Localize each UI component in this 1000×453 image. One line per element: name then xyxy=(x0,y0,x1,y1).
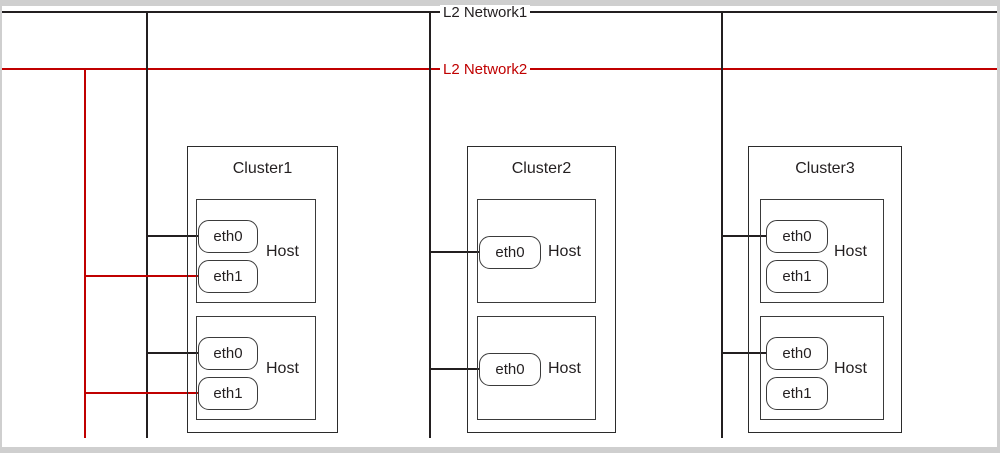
host-box-cluster2-2[interactable] xyxy=(477,316,596,420)
host-label-cluster1-1: Host xyxy=(266,243,299,260)
host-box-cluster2-1[interactable] xyxy=(477,199,596,303)
nic-eth0-cluster1-host1[interactable]: eth0 xyxy=(198,220,258,253)
host-label-cluster1-2: Host xyxy=(266,360,299,377)
cluster-box-cluster3[interactable] xyxy=(748,146,902,433)
cluster-box-cluster1[interactable] xyxy=(187,146,338,433)
l2-network-1-label: L2 Network1 xyxy=(440,5,531,20)
nic-eth0-cluster2-host2[interactable]: eth0 xyxy=(479,353,541,386)
host-box-cluster1-1[interactable] xyxy=(196,199,316,303)
nic-eth1-cluster3-host1[interactable]: eth1 xyxy=(766,260,828,293)
nic-eth0-cluster2-host1[interactable]: eth0 xyxy=(479,236,541,269)
host-label-cluster3-2: Host xyxy=(834,360,867,377)
cluster-title-cluster1: Cluster1 xyxy=(232,160,293,177)
nic-eth1-cluster1-host1[interactable]: eth1 xyxy=(198,260,258,293)
nic-eth1-cluster3-host2[interactable]: eth1 xyxy=(766,377,828,410)
cluster-box-cluster2[interactable] xyxy=(467,146,616,433)
nic-eth0-cluster3-host1[interactable]: eth0 xyxy=(766,220,828,253)
host-label-cluster3-1: Host xyxy=(834,243,867,260)
nic-eth1-cluster1-host2[interactable]: eth1 xyxy=(198,377,258,410)
cluster-title-cluster3: Cluster3 xyxy=(795,160,855,177)
nic-eth0-cluster1-host2[interactable]: eth0 xyxy=(198,337,258,370)
host-label-cluster2-2: Host xyxy=(548,360,581,377)
host-box-cluster1-2[interactable] xyxy=(196,316,316,420)
host-box-cluster3-2[interactable] xyxy=(760,316,884,420)
l2-network-2-label: L2 Network2 xyxy=(440,62,531,77)
cluster-title-cluster2: Cluster2 xyxy=(511,160,572,177)
host-label-cluster2-1: Host xyxy=(548,243,581,260)
host-box-cluster3-1[interactable] xyxy=(760,199,884,303)
nic-eth0-cluster3-host2[interactable]: eth0 xyxy=(766,337,828,370)
